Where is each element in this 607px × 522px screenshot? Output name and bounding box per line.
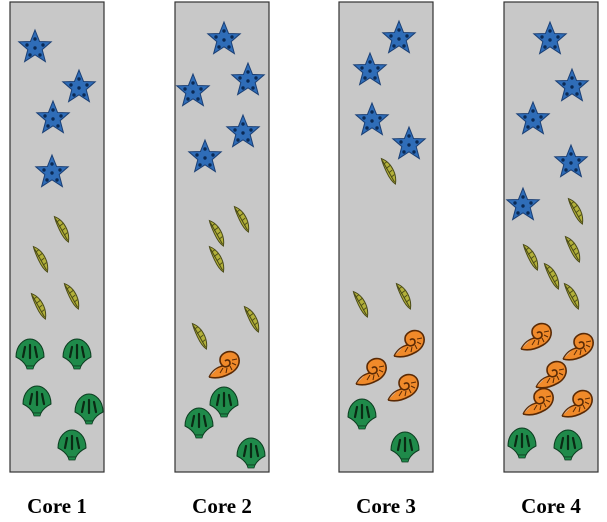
core-label: Core 2 — [192, 494, 252, 518]
core-label: Core 4 — [521, 494, 581, 518]
core-column — [338, 1, 434, 473]
core-label: Core 3 — [356, 494, 416, 518]
core-1 — [9, 1, 105, 473]
core-2 — [174, 1, 270, 473]
core-4 — [503, 1, 599, 473]
core-3 — [338, 1, 434, 473]
core-label: Core 1 — [27, 494, 87, 518]
